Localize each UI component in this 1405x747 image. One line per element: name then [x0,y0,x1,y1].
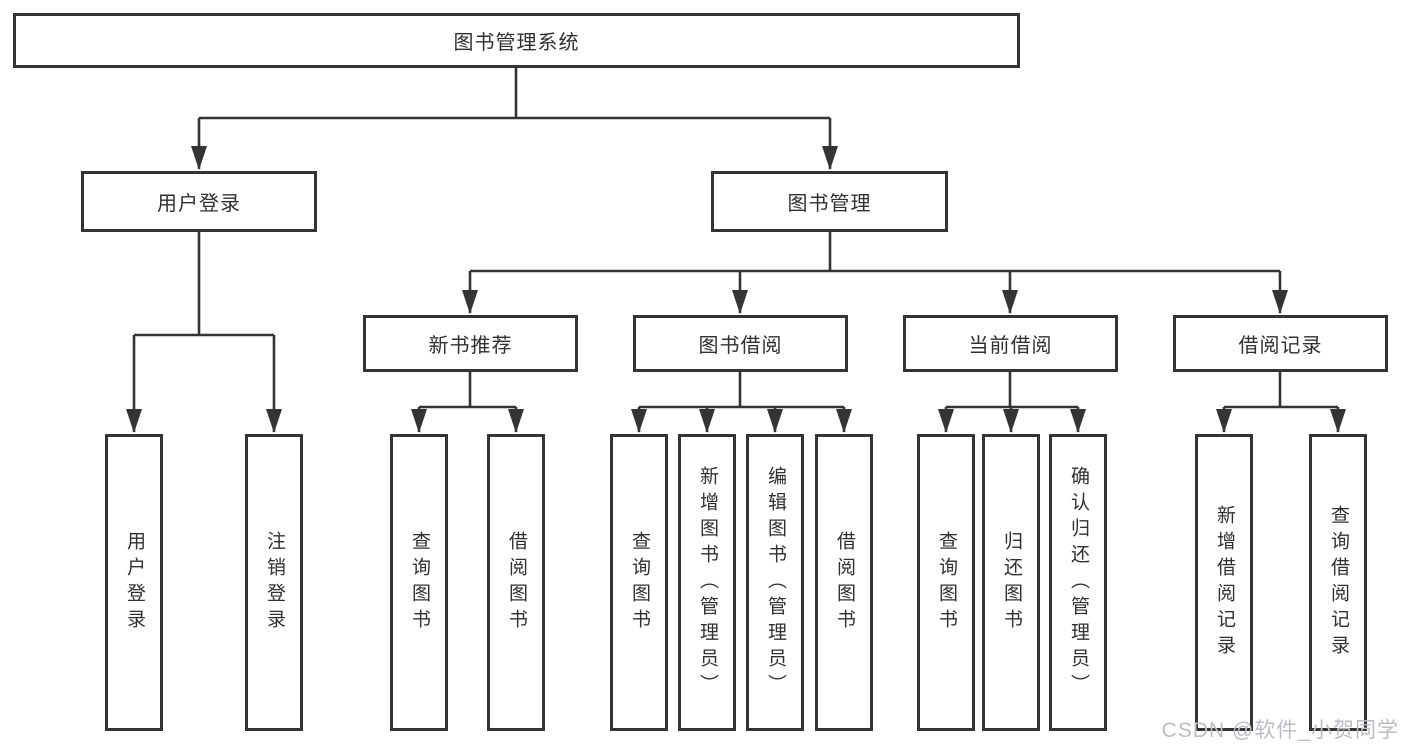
node-book-management: 图书管理 [711,171,948,232]
leaf-query-books-recommend-label: 查询图书 [408,530,430,635]
node-root-label: 图书管理系统 [453,32,580,54]
branch-new-book [419,372,516,409]
leaf-query-borrow-record-label: 查询借阅记录 [1327,504,1349,661]
leaf-return-books: 归还图书 [982,434,1040,731]
leaf-logout-login-label: 注销登录 [263,530,285,635]
leaf-edit-books-admin: 编辑图书（管理员） [746,434,804,731]
branch-current-borrow [946,372,1078,409]
node-book-borrow: 图书借阅 [633,315,848,372]
leaf-add-books-admin: 新增图书（管理员） [678,434,736,731]
leaf-add-borrow-record-label: 新增借阅记录 [1213,504,1235,661]
leaf-confirm-return-admin-label: 确认归还（管理员） [1067,465,1089,700]
leaf-edit-books-admin-label: 编辑图书（管理员） [764,465,786,700]
leaf-user-login: 用户登录 [105,434,163,731]
node-current-borrow: 当前借阅 [903,315,1118,372]
node-user-login-label: 用户登录 [157,193,241,215]
leaf-add-borrow-record: 新增借阅记录 [1195,434,1253,731]
branch-root [199,68,830,120]
node-borrow-records: 借阅记录 [1173,315,1388,372]
branch-user-login [134,232,274,337]
node-new-book-recommend: 新书推荐 [363,315,578,372]
leaf-query-borrow-record: 查询借阅记录 [1309,434,1367,731]
leaf-borrow-books-recommend: 借阅图书 [487,434,545,731]
leaf-query-books-current-label: 查询图书 [935,530,957,635]
leaf-logout-login: 注销登录 [245,434,303,731]
leaf-borrow-books-label: 借阅图书 [833,530,855,635]
node-book-borrow-label: 图书借阅 [698,335,783,357]
leaf-query-books-borrow: 查询图书 [610,434,668,731]
leaf-return-books-label: 归还图书 [1000,530,1022,635]
leaf-confirm-return-admin: 确认归还（管理员） [1049,434,1107,731]
branch-book-management [470,232,1280,273]
leaf-borrow-books-recommend-label: 借阅图书 [505,530,527,635]
leaf-borrow-books: 借阅图书 [815,434,873,731]
node-borrow-records-label: 借阅记录 [1238,335,1323,357]
branch-book-borrow [639,372,844,409]
node-root: 图书管理系统 [13,13,1020,68]
node-book-management-label: 图书管理 [787,193,872,215]
branch-borrow-records [1224,372,1338,409]
node-user-login: 用户登录 [81,171,317,232]
node-new-book-recommend-label: 新书推荐 [428,335,513,357]
leaf-user-login-label: 用户登录 [123,530,145,635]
leaf-query-books-recommend: 查询图书 [390,434,448,731]
node-current-borrow-label: 当前借阅 [968,335,1053,357]
leaf-query-books-borrow-label: 查询图书 [628,530,650,635]
leaf-query-books-current: 查询图书 [917,434,975,731]
leaf-add-books-admin-label: 新增图书（管理员） [696,465,718,700]
